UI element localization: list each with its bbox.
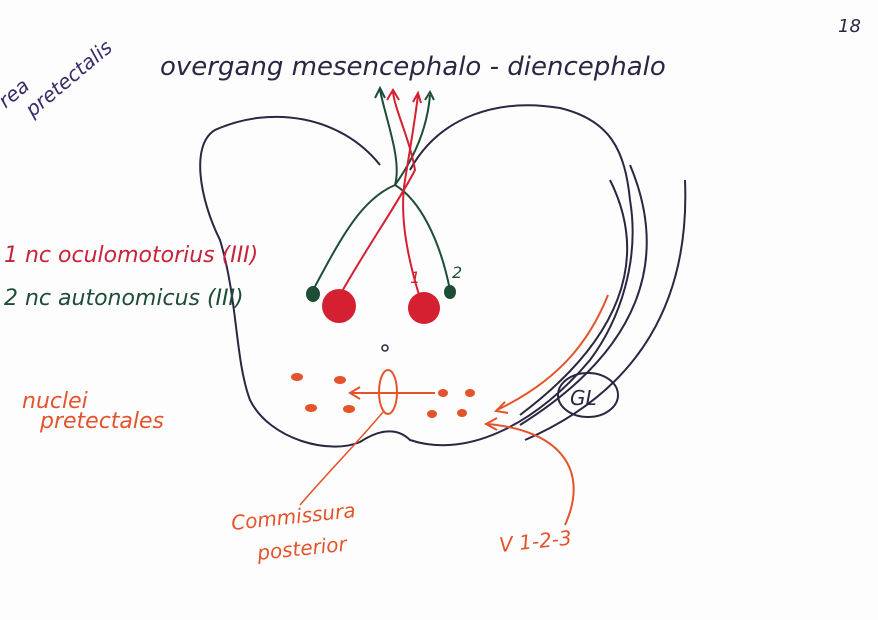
commissura-pointer [299,411,384,506]
side-label-line-2: pretectalis [19,35,116,122]
pretectal-dot [465,389,475,397]
pretectal-dot [438,389,448,397]
oculomotor-nucleus-right [408,292,440,324]
optic-tract-line-2 [519,164,648,426]
tract-input-arrow [493,294,609,414]
page-number: 18 [838,16,861,37]
v-input-arrow [483,417,575,526]
green-fiber-right [393,94,451,291]
autonomic-nucleus-right [444,285,456,299]
diagram-title: overgang mesencephalo - diencephalo [160,52,666,82]
pretectal-dot [291,373,303,381]
commissura-label-line-1: Commissura [230,498,357,535]
pretectal-dot [334,376,346,384]
optic-tract-line-1 [519,179,629,416]
arrow-heads-green [374,85,435,101]
pretectal-dot [305,404,317,412]
legend-autonomic: 2 nc autonomicus (III) [4,286,244,311]
marker-1: 1 [410,268,420,287]
pretectal-dot [457,409,467,417]
red-fiber-left [339,91,417,296]
nuclei-label-line-2: pretectales [39,409,164,434]
nuclei-label-line-1: nuclei [22,389,88,414]
oculomotor-nucleus-left [322,289,356,323]
commissura-label-line-2: posterior [255,532,350,566]
midbrain-outline [199,104,634,448]
pretectal-nuclei [291,373,475,418]
legend-oculomotor: 1 nc oculomotorius (III) [4,243,258,268]
pretectal-dot [427,410,437,418]
optic-tract-line-3 [524,179,687,441]
aqueduct [381,344,389,352]
marker-2: 2 [452,263,462,282]
input-label: V 1-2-3 [498,526,573,557]
red-fiber-right [402,94,421,299]
pretectal-dot [343,405,355,413]
gl-label: GL [570,386,597,410]
commissural-arrow [348,386,435,400]
autonomic-nucleus-left [306,286,320,302]
green-fiber-left [311,89,398,293]
arrow-heads [386,88,422,104]
gl-nucleus [557,372,619,418]
